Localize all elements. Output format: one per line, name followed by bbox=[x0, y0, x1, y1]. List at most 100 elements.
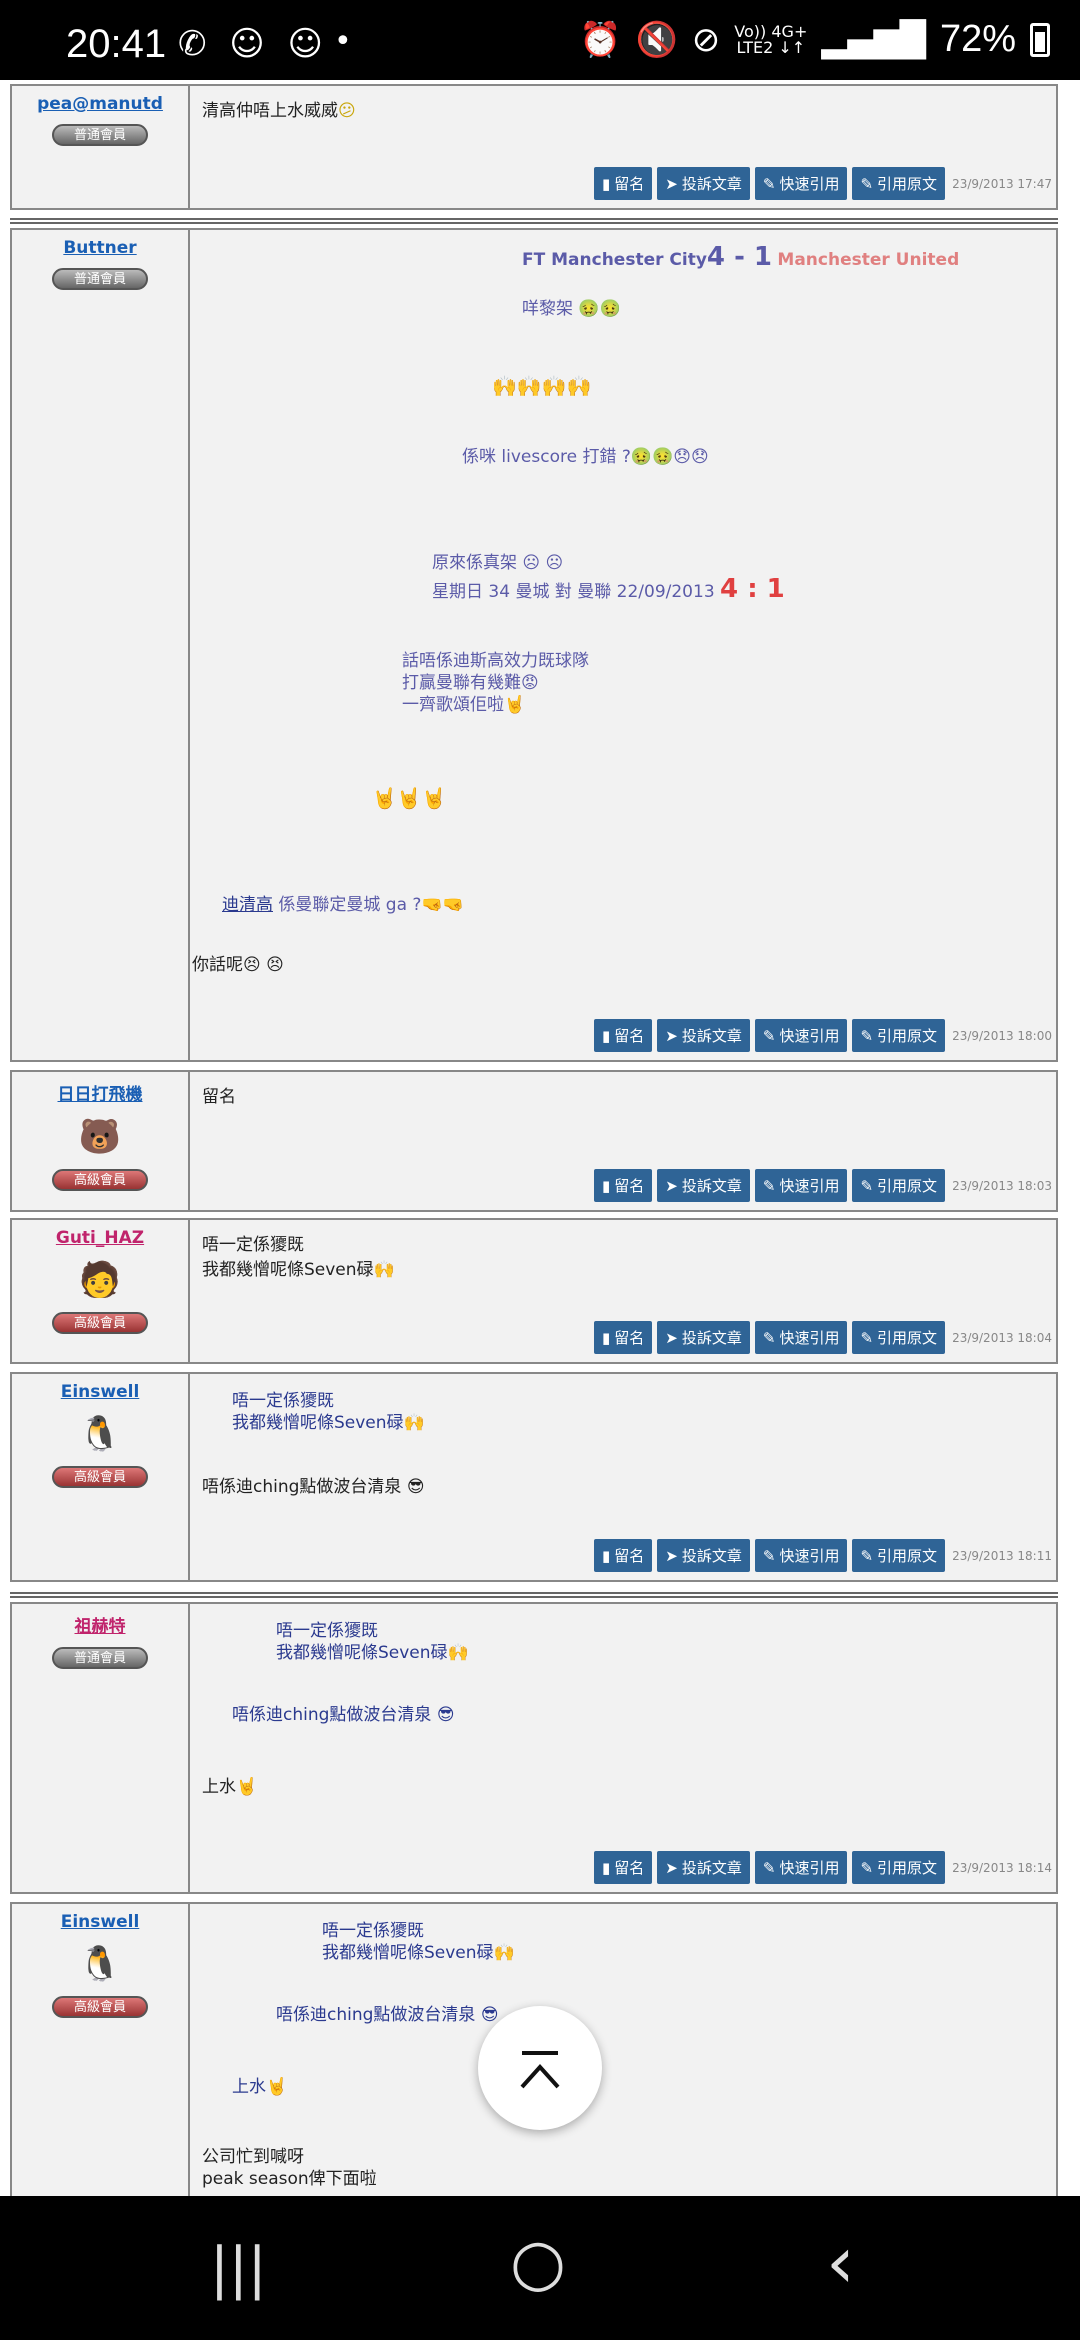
author-link[interactable]: Einswell bbox=[60, 1912, 140, 1932]
bookmark-icon: ▮ bbox=[602, 1026, 611, 1045]
status-bar: 20:41 ✆ ☺ ☺ • ⏰ 🔇 ⊘ Vo)) 4G+ LTE2 ↓↑ ▂▄▆… bbox=[0, 0, 1080, 80]
author-link[interactable]: 祖赫特 bbox=[74, 1617, 126, 1637]
post-author-panel: Buttner 普通會員 bbox=[12, 230, 190, 1060]
quick-quote-button[interactable]: ✎快速引用 bbox=[754, 167, 848, 200]
post-text: 留名 bbox=[202, 1087, 236, 1107]
forum-post: pea@manutd 普通會員 清高仲唔上水威威😕 ▮留名 ➤投訴文章 ✎快速引… bbox=[10, 84, 1058, 210]
edit-icon: ✎ bbox=[860, 1546, 874, 1565]
report-button[interactable]: ➤投訴文章 bbox=[657, 167, 750, 200]
quote-button[interactable]: ✎引用原文 bbox=[852, 1019, 946, 1052]
chevron-up-icon bbox=[520, 2050, 560, 2089]
edit-icon: ✎ bbox=[762, 1546, 776, 1565]
quote-button[interactable]: ✎引用原文 bbox=[852, 1539, 946, 1572]
angry-emoji-icon: 😡 bbox=[521, 673, 539, 693]
bookmark-button[interactable]: ▮留名 bbox=[594, 1539, 653, 1572]
post-author-panel: Einswell 🐧 高級會員 bbox=[12, 1374, 190, 1580]
edit-icon: ✎ bbox=[860, 1026, 874, 1045]
recents-button[interactable]: ||| bbox=[210, 2236, 267, 2301]
post-author-panel: Einswell 🐧 高級會員 bbox=[12, 1904, 190, 2196]
quoted-text: 我都幾憎呢條Seven碌 bbox=[232, 1413, 404, 1433]
user-mention-link[interactable]: 迪清高 bbox=[222, 895, 273, 915]
network-type-top: Vo)) 4G+ bbox=[734, 21, 808, 41]
forum-post: 日日打飛機 🐻 高級會員 留名 ▮留名 ➤投訴文章 ✎快速引用 ✎引用原文 23… bbox=[10, 1070, 1058, 1212]
alarm-icon: ⏰ bbox=[579, 19, 622, 60]
forum-post: Einswell 🐧 高級會員 唔一定係獿既 我都幾憎呢條Seven碌🙌 唔係迪… bbox=[10, 1372, 1058, 1582]
quoted-text: 我都幾憎呢條Seven碌 bbox=[276, 1643, 448, 1663]
post-text: 星期日 34 曼城 對 曼聯 22/09/2013 bbox=[432, 582, 715, 602]
post-actions: ▮留名 ➤投訴文章 ✎快速引用 ✎引用原文 23/9/2013 18:03 bbox=[594, 1169, 1052, 1202]
sick-emoji-icon: 🤢🤢😞😞 bbox=[630, 447, 709, 467]
sunglasses-emoji-icon: 😎 bbox=[406, 1477, 425, 1497]
bookmark-icon: ▮ bbox=[602, 174, 611, 193]
quote-button[interactable]: ✎引用原文 bbox=[852, 1321, 946, 1354]
post-text: 話唔係迪斯高效力既球隊 bbox=[402, 651, 589, 671]
post-text: 清高仲唔上水威威 bbox=[202, 101, 338, 121]
author-link[interactable]: Guti_HAZ bbox=[55, 1228, 145, 1248]
home-button[interactable]: ○ bbox=[510, 2226, 566, 2300]
system-nav-bar: ||| ○ ‹ bbox=[0, 2196, 1080, 2340]
bookmark-button[interactable]: ▮留名 bbox=[594, 1851, 653, 1884]
hands-emoji-icon: 🙌 bbox=[403, 1413, 425, 1433]
report-button[interactable]: ➤投訴文章 bbox=[657, 1851, 750, 1884]
send-icon: ➤ bbox=[665, 1546, 678, 1565]
post-text: 原來係真架 bbox=[432, 553, 517, 573]
back-button[interactable]: ‹ bbox=[826, 2220, 855, 2304]
bookmark-button[interactable]: ▮留名 bbox=[594, 1019, 653, 1052]
report-button[interactable]: ➤投訴文章 bbox=[657, 1539, 750, 1572]
post-text: 上水 bbox=[202, 1777, 236, 1797]
quick-quote-button[interactable]: ✎快速引用 bbox=[754, 1169, 848, 1202]
post-timestamp: 23/9/2013 18:04 bbox=[952, 1330, 1052, 1345]
post-text: 係咪 livescore 打錯 ? bbox=[462, 447, 631, 467]
hands-emoji-icon: 🙌 bbox=[373, 1260, 395, 1280]
quoted-text: 唔係迪ching點做波台清泉 bbox=[276, 2005, 476, 2025]
post-body: 唔一定係獿既 我都幾憎呢條Seven碌🙌 ▮留名 ➤投訴文章 ✎快速引用 ✎引用… bbox=[192, 1220, 1056, 1362]
sunglasses-emoji-icon: 😎 bbox=[436, 1705, 455, 1725]
author-link[interactable]: Einswell bbox=[60, 1382, 140, 1402]
bookmark-button[interactable]: ▮留名 bbox=[594, 1169, 653, 1202]
hands-emoji-icon: 🙌🙌🙌🙌 bbox=[492, 374, 592, 398]
author-link[interactable]: pea@manutd bbox=[37, 94, 163, 114]
send-icon: ➤ bbox=[665, 174, 678, 193]
post-body: 唔一定係獿既 我都幾憎呢條Seven碌🙌 唔係迪ching點做波台清泉 😎 上水… bbox=[192, 1604, 1056, 1892]
scroll-to-top-button[interactable] bbox=[478, 2006, 602, 2130]
post-author-panel: 日日打飛機 🐻 高級會員 bbox=[12, 1072, 190, 1210]
quick-quote-button[interactable]: ✎快速引用 bbox=[754, 1321, 848, 1354]
post-author-panel: pea@manutd 普通會員 bbox=[12, 86, 190, 208]
post-timestamp: 23/9/2013 18:03 bbox=[952, 1178, 1052, 1193]
rock-emoji-icon: 🤘 bbox=[266, 2077, 288, 2097]
post-text: 我都幾憎呢條Seven碌 bbox=[202, 1260, 374, 1280]
bookmark-icon: ▮ bbox=[602, 1546, 611, 1565]
bookmark-button[interactable]: ▮留名 bbox=[594, 1321, 653, 1354]
quote-button[interactable]: ✎引用原文 bbox=[852, 1169, 946, 1202]
member-badge: 普通會員 bbox=[52, 268, 148, 290]
quoted-text: 唔一定係獿既 bbox=[232, 1391, 334, 1411]
quote-button[interactable]: ✎引用原文 bbox=[852, 1851, 946, 1884]
frown-emoji-icon: 😣 😣 bbox=[243, 955, 284, 975]
report-button[interactable]: ➤投訴文章 bbox=[657, 1169, 750, 1202]
quoted-text: 唔係迪ching點做波台清泉 bbox=[232, 1705, 432, 1725]
author-link[interactable]: 日日打飛機 bbox=[57, 1085, 143, 1105]
quick-quote-button[interactable]: ✎快速引用 bbox=[754, 1019, 848, 1052]
notification-icons: ✆ ☺ ☺ bbox=[178, 24, 329, 64]
quick-quote-button[interactable]: ✎快速引用 bbox=[754, 1851, 848, 1884]
bookmark-button[interactable]: ▮留名 bbox=[594, 167, 653, 200]
report-button[interactable]: ➤投訴文章 bbox=[657, 1019, 750, 1052]
send-icon: ➤ bbox=[665, 1176, 678, 1195]
quick-quote-button[interactable]: ✎快速引用 bbox=[754, 1539, 848, 1572]
confused-emoji-icon: 😕 bbox=[338, 101, 356, 121]
match-home: FT Manchester City bbox=[522, 250, 707, 270]
member-badge: 普通會員 bbox=[52, 124, 148, 146]
member-badge: 高級會員 bbox=[52, 1996, 148, 2018]
dnd-icon: ⊘ bbox=[691, 19, 721, 60]
member-badge: 高級會員 bbox=[52, 1466, 148, 1488]
forum-thread[interactable]: pea@manutd 普通會員 清高仲唔上水威威😕 ▮留名 ➤投訴文章 ✎快速引… bbox=[0, 80, 1080, 2196]
post-timestamp: 23/9/2013 18:14 bbox=[952, 1860, 1052, 1875]
post-text: 唔一定係獿既 bbox=[202, 1235, 304, 1255]
report-button[interactable]: ➤投訴文章 bbox=[657, 1321, 750, 1354]
edit-icon: ✎ bbox=[860, 174, 874, 193]
author-link[interactable]: Buttner bbox=[63, 238, 137, 258]
quote-button[interactable]: ✎引用原文 bbox=[852, 167, 946, 200]
post-text: 唔係迪ching點做波台清泉 bbox=[202, 1477, 402, 1497]
send-icon: ➤ bbox=[665, 1858, 678, 1877]
post-text: 你話呢 bbox=[192, 955, 243, 975]
